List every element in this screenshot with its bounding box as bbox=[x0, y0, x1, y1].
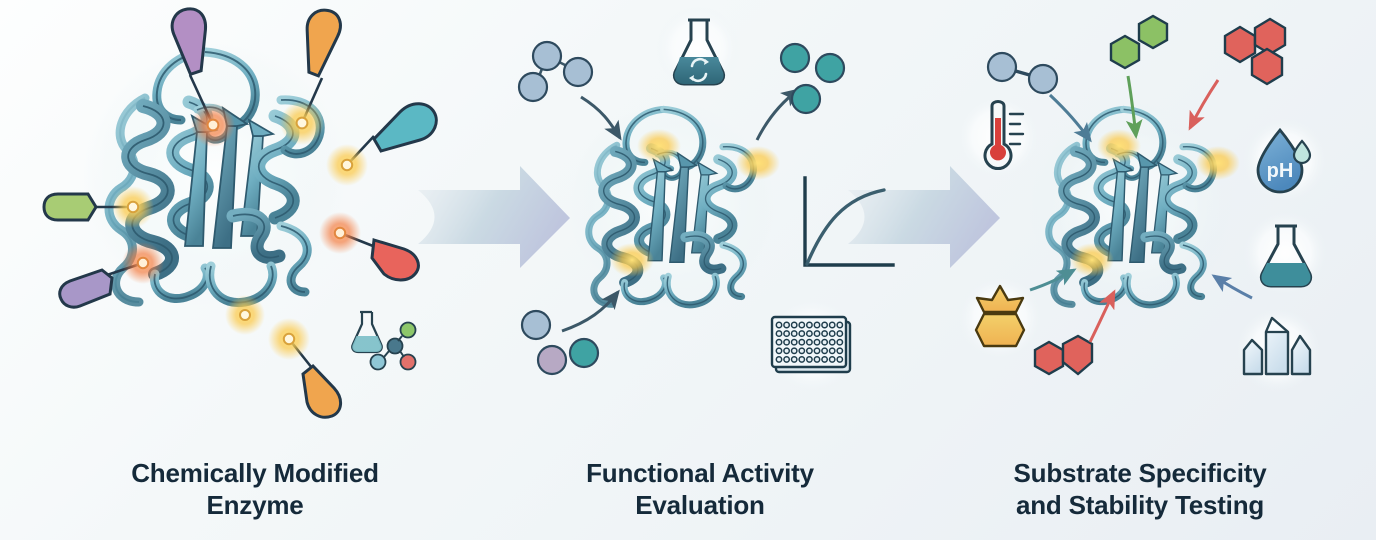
substrate-in-arrow-bottom bbox=[561, 289, 620, 333]
microplate-well bbox=[798, 355, 806, 363]
panel-3-caption: Substrate Specificity and Stability Test… bbox=[920, 458, 1360, 521]
arrow-red-substrate-bottom bbox=[1088, 289, 1116, 343]
arrow-red-substrate-top bbox=[1188, 79, 1220, 131]
active-site-glow-top-right bbox=[736, 146, 780, 180]
microplate-icon bbox=[764, 297, 860, 393]
microplate-well bbox=[821, 355, 829, 363]
substrate-blue-dumbbell bbox=[986, 51, 1059, 95]
substrate-green-bicyclic bbox=[1109, 14, 1169, 70]
panel-3-graphic: pH bbox=[956, 14, 1327, 392]
microplate-well bbox=[783, 321, 791, 329]
microplate-well bbox=[813, 347, 821, 355]
active-site-glow-bottom-left bbox=[610, 243, 654, 277]
microplate-well bbox=[821, 330, 829, 338]
microplate-well bbox=[775, 355, 783, 363]
microplate-well bbox=[836, 355, 844, 363]
microplate-well bbox=[790, 338, 798, 346]
reaction-flask-icon bbox=[656, 6, 740, 90]
microplate-well bbox=[836, 321, 844, 329]
crystal-icon bbox=[1236, 308, 1320, 392]
arrow-blue-crystal bbox=[1211, 274, 1253, 300]
flask-molecule-icon bbox=[351, 310, 417, 371]
microplate-well bbox=[805, 330, 813, 338]
microplate-well bbox=[798, 330, 806, 338]
tag-teal-right bbox=[326, 102, 438, 186]
solvent-flask-icon bbox=[1243, 211, 1327, 295]
ph-label: pH bbox=[1267, 160, 1294, 182]
microplate-well bbox=[813, 330, 821, 338]
microplate-well bbox=[821, 347, 829, 355]
microplate-well bbox=[783, 347, 791, 355]
microplate-well bbox=[775, 321, 783, 329]
ph-droplet-icon: pH bbox=[1243, 118, 1327, 202]
microplate-well bbox=[813, 338, 821, 346]
microplate-well bbox=[798, 338, 806, 346]
panel-1-caption-line1: Chemically Modified bbox=[131, 458, 379, 488]
panel-2-caption-line2: Evaluation bbox=[635, 489, 765, 520]
microplate-well bbox=[798, 321, 806, 329]
kinetics-curve-icon bbox=[803, 176, 895, 267]
arrow-green-substrate bbox=[1125, 75, 1143, 139]
arrow-teal-substrate bbox=[1029, 268, 1077, 292]
substrate-in-arrow-top bbox=[580, 95, 622, 141]
microplate-well bbox=[828, 330, 836, 338]
product-spheres bbox=[779, 42, 846, 115]
microplate-well bbox=[783, 338, 791, 346]
thermometer-icon bbox=[956, 95, 1040, 179]
microplate-well bbox=[798, 347, 806, 355]
substrate-red-bicyclic bbox=[1033, 334, 1094, 376]
microplate-well bbox=[805, 321, 813, 329]
gold-substrate-icon bbox=[958, 276, 1042, 360]
substrate-molecule-input bbox=[517, 40, 594, 103]
tag-orange-bottom bbox=[268, 318, 342, 419]
modification-site-glow bbox=[225, 295, 265, 335]
microplate-well bbox=[828, 338, 836, 346]
tag-red-right bbox=[319, 212, 420, 282]
microplate-well bbox=[790, 330, 798, 338]
microplate-well bbox=[828, 355, 836, 363]
panel-1-graphic bbox=[42, 7, 438, 419]
microplate-well bbox=[821, 321, 829, 329]
active-site-glow-3b bbox=[1196, 146, 1240, 180]
tag-purple-top bbox=[170, 7, 235, 147]
microplate-well bbox=[828, 321, 836, 329]
panel-3-caption-line2: and Stability Testing bbox=[1015, 489, 1265, 520]
microplate-well bbox=[790, 347, 798, 355]
panel-1-caption: Chemically Modified Enzyme bbox=[30, 458, 480, 521]
microplate-well bbox=[836, 338, 844, 346]
microplate-well bbox=[821, 338, 829, 346]
panel-2-graphic bbox=[517, 6, 895, 393]
panel-2-caption-line1: Functional Activity bbox=[586, 458, 814, 488]
panel-3-caption-line1: Substrate Specificity bbox=[1013, 458, 1267, 488]
microplate-well bbox=[828, 347, 836, 355]
microplate-well bbox=[805, 338, 813, 346]
microplate-well bbox=[790, 355, 798, 363]
flow-arrow-1-to-2 bbox=[418, 166, 570, 268]
microplate-well bbox=[805, 347, 813, 355]
microplate-well bbox=[775, 338, 783, 346]
microplate-well bbox=[783, 355, 791, 363]
microplate-well bbox=[836, 347, 844, 355]
tag-orange-top bbox=[280, 8, 342, 145]
substrate-red-tricyclic bbox=[1223, 17, 1287, 86]
flow-arrow-2-to-3 bbox=[848, 166, 1000, 268]
microplate-well bbox=[790, 321, 798, 329]
microplate-well bbox=[775, 330, 783, 338]
microplate-well bbox=[836, 330, 844, 338]
tag-violet-left bbox=[58, 242, 164, 309]
microplate-well bbox=[775, 347, 783, 355]
arrow-blue-substrate bbox=[1048, 93, 1092, 143]
active-site-glow-3c bbox=[1070, 243, 1114, 277]
microplate-well bbox=[813, 355, 821, 363]
tag-green-left bbox=[42, 186, 154, 228]
microplate-well bbox=[783, 330, 791, 338]
panel-2-caption: Functional Activity Evaluation bbox=[500, 458, 900, 521]
panel-1-caption-line2: Enzyme bbox=[206, 489, 304, 520]
microplate-well bbox=[813, 321, 821, 329]
microplate-well bbox=[805, 355, 813, 363]
substrate-spheres-lower bbox=[520, 309, 600, 376]
active-site-glow-top-left bbox=[637, 129, 681, 163]
